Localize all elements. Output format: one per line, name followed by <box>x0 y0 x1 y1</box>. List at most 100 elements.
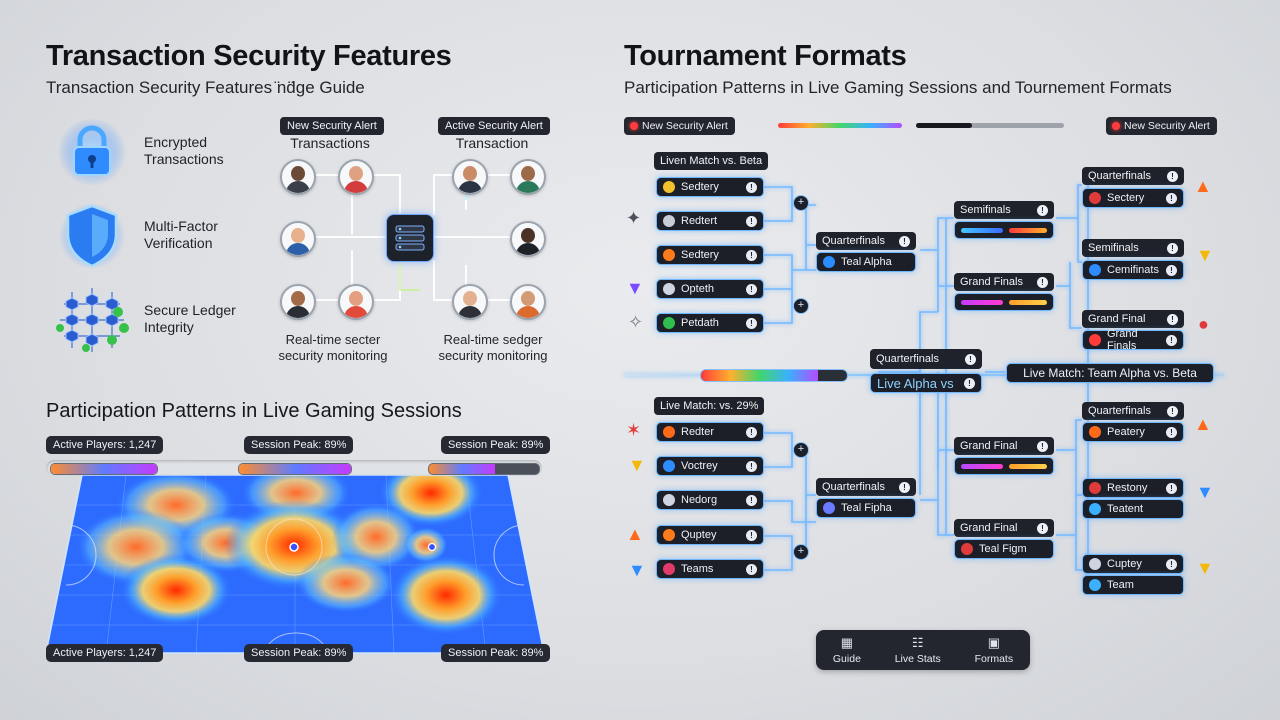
active-alert-pill[interactable]: Active Security Alert <box>438 117 550 135</box>
security-title: Transaction Security Features <box>46 40 452 72</box>
feature-label: Secure Ledger <box>144 302 236 318</box>
ledger-network-icon <box>52 284 132 354</box>
user-avatar[interactable] <box>510 221 546 257</box>
flame-icon: ▲ <box>1194 176 1212 196</box>
match-node[interactable]: Sedtery! <box>656 177 764 197</box>
final-label: Grand Final! <box>1082 310 1184 328</box>
final-node[interactable]: Grand Finals! <box>1082 328 1184 352</box>
shield-yellow-icon: ▼ <box>628 455 646 475</box>
grid-icon: ▦ <box>840 635 854 650</box>
progress-bar[interactable] <box>428 463 540 475</box>
new-security-alert[interactable]: New Security Alert <box>624 117 735 135</box>
flame-icon: ▲ <box>1194 414 1212 434</box>
final-node[interactable]: Team <box>1082 575 1184 595</box>
add-match-button[interactable]: + <box>793 442 809 458</box>
user-avatar[interactable] <box>280 159 316 195</box>
final-node[interactable]: Sectery! <box>1082 188 1184 208</box>
shield-gold-icon: ▼ <box>1196 558 1214 578</box>
match-node[interactable]: Teams! <box>656 559 764 579</box>
group-label-top: Liven Match vs. Beta <box>654 152 769 170</box>
feature-label: Encrypted <box>144 134 208 150</box>
center-live-node[interactable]: Live Alpha vs! <box>870 373 982 393</box>
security-subtitle: Transaction Security Features ̈nd̈ge Gui… <box>46 78 365 97</box>
live-progress-bar[interactable] <box>700 369 848 382</box>
security-alert-pill[interactable]: New Security Alert <box>280 117 384 135</box>
progress-bar[interactable] <box>50 463 158 475</box>
add-match-button[interactable]: + <box>793 544 809 560</box>
match-node[interactable]: Opteth! <box>656 279 764 299</box>
final-node[interactable]: Cuptey! <box>1082 554 1184 574</box>
progress-track <box>916 123 1064 128</box>
match-node[interactable]: Redter! <box>656 422 764 442</box>
flame-icon: ▲ <box>626 524 644 544</box>
shield-gold-icon: ▼ <box>1196 245 1214 265</box>
heatmap-field[interactable] <box>45 474 545 655</box>
live-match-banner[interactable]: Live Match: Team Alpha vs. Beta <box>1006 363 1214 383</box>
eagle-icon: ✧ <box>628 312 644 332</box>
user-avatar[interactable] <box>338 159 374 195</box>
sf-label: Grand Final! <box>954 519 1054 537</box>
final-label: Quarterfinals! <box>1082 402 1184 420</box>
user-avatar[interactable] <box>280 221 316 257</box>
final-node[interactable]: Restony! <box>1082 478 1184 498</box>
qf-label: Quarterfinals! <box>816 478 916 496</box>
new-security-alert[interactable]: New Security Alert <box>1106 117 1217 135</box>
sf-progress-node[interactable] <box>954 293 1054 311</box>
nav-formats[interactable]: ▣Formats <box>974 635 1014 665</box>
wing-icon: ✦ <box>626 208 642 228</box>
match-node[interactable]: Voctrey! <box>656 456 764 476</box>
feature-label: Multi-Factor <box>144 218 218 234</box>
network-title-right: Transaction <box>455 135 529 151</box>
padlock-icon <box>52 116 132 186</box>
add-match-button[interactable]: + <box>793 298 809 314</box>
progress-bar[interactable] <box>238 463 352 475</box>
final-label: Semifinals! <box>1082 239 1184 257</box>
final-label: Quarterfinals! <box>1082 167 1184 185</box>
server-hub-icon[interactable] <box>386 214 434 262</box>
tournament-subtitle: Participation Patterns in Live Gaming Se… <box>624 78 1172 97</box>
session-peak-pill: Session Peak: 89% <box>244 644 354 662</box>
user-avatar[interactable] <box>452 284 488 320</box>
rainbow-progress <box>778 123 902 128</box>
session-peak-pill: Session Peak: 89% <box>441 644 551 662</box>
drop-icon: ▼ <box>628 560 646 580</box>
match-node[interactable]: Petdath! <box>656 313 764 333</box>
match-node[interactable]: Quptey! <box>656 525 764 545</box>
sf-label: Grand Final! <box>954 437 1054 455</box>
add-match-button[interactable]: + <box>793 195 809 211</box>
active-players-pill: Active Players: 1,247 <box>46 436 164 454</box>
user-avatar[interactable] <box>452 159 488 195</box>
final-node[interactable]: Cemifinats! <box>1082 260 1184 280</box>
qf-node[interactable]: Teal Fipha <box>816 498 916 518</box>
user-avatar[interactable] <box>338 284 374 320</box>
network-title-left: Transactions <box>290 135 370 151</box>
sf-progress-node[interactable] <box>954 221 1054 239</box>
sf-label: Semifinals! <box>954 201 1054 219</box>
feature-label: Transactions <box>144 151 224 167</box>
session-peak-pill: Session Peak: 89% <box>244 436 354 454</box>
match-node[interactable]: Sedtery! <box>656 245 764 265</box>
sf-progress-node[interactable] <box>954 457 1054 475</box>
match-node[interactable]: Nedorg! <box>656 490 764 510</box>
qf-label: Quarterfinals! <box>816 232 916 250</box>
chevron-crest-icon: ▼ <box>626 278 644 298</box>
match-node[interactable]: Redtert! <box>656 211 764 231</box>
sf-node[interactable]: Teal Figm <box>954 539 1054 559</box>
nav-guide[interactable]: ▦Guide <box>832 635 861 665</box>
wing-red-icon: ✶ <box>626 420 642 440</box>
sf-label: Grand Finals! <box>954 273 1054 291</box>
user-avatar[interactable] <box>510 159 546 195</box>
user-avatar[interactable] <box>280 284 316 320</box>
shield-blue-icon: ▼ <box>1196 482 1214 502</box>
user-avatar[interactable] <box>510 284 546 320</box>
final-node[interactable]: Peatery! <box>1082 422 1184 442</box>
qf-node[interactable]: Teal Alpha <box>816 252 916 272</box>
feature-label: Integrity <box>144 319 194 335</box>
badge-red-icon: ● <box>1198 314 1209 334</box>
nav-live-stats[interactable]: ☷Live Stats <box>894 635 941 665</box>
final-node[interactable]: Teatent <box>1082 499 1184 519</box>
active-players-pill: Active Players: 1,247 <box>46 644 164 662</box>
